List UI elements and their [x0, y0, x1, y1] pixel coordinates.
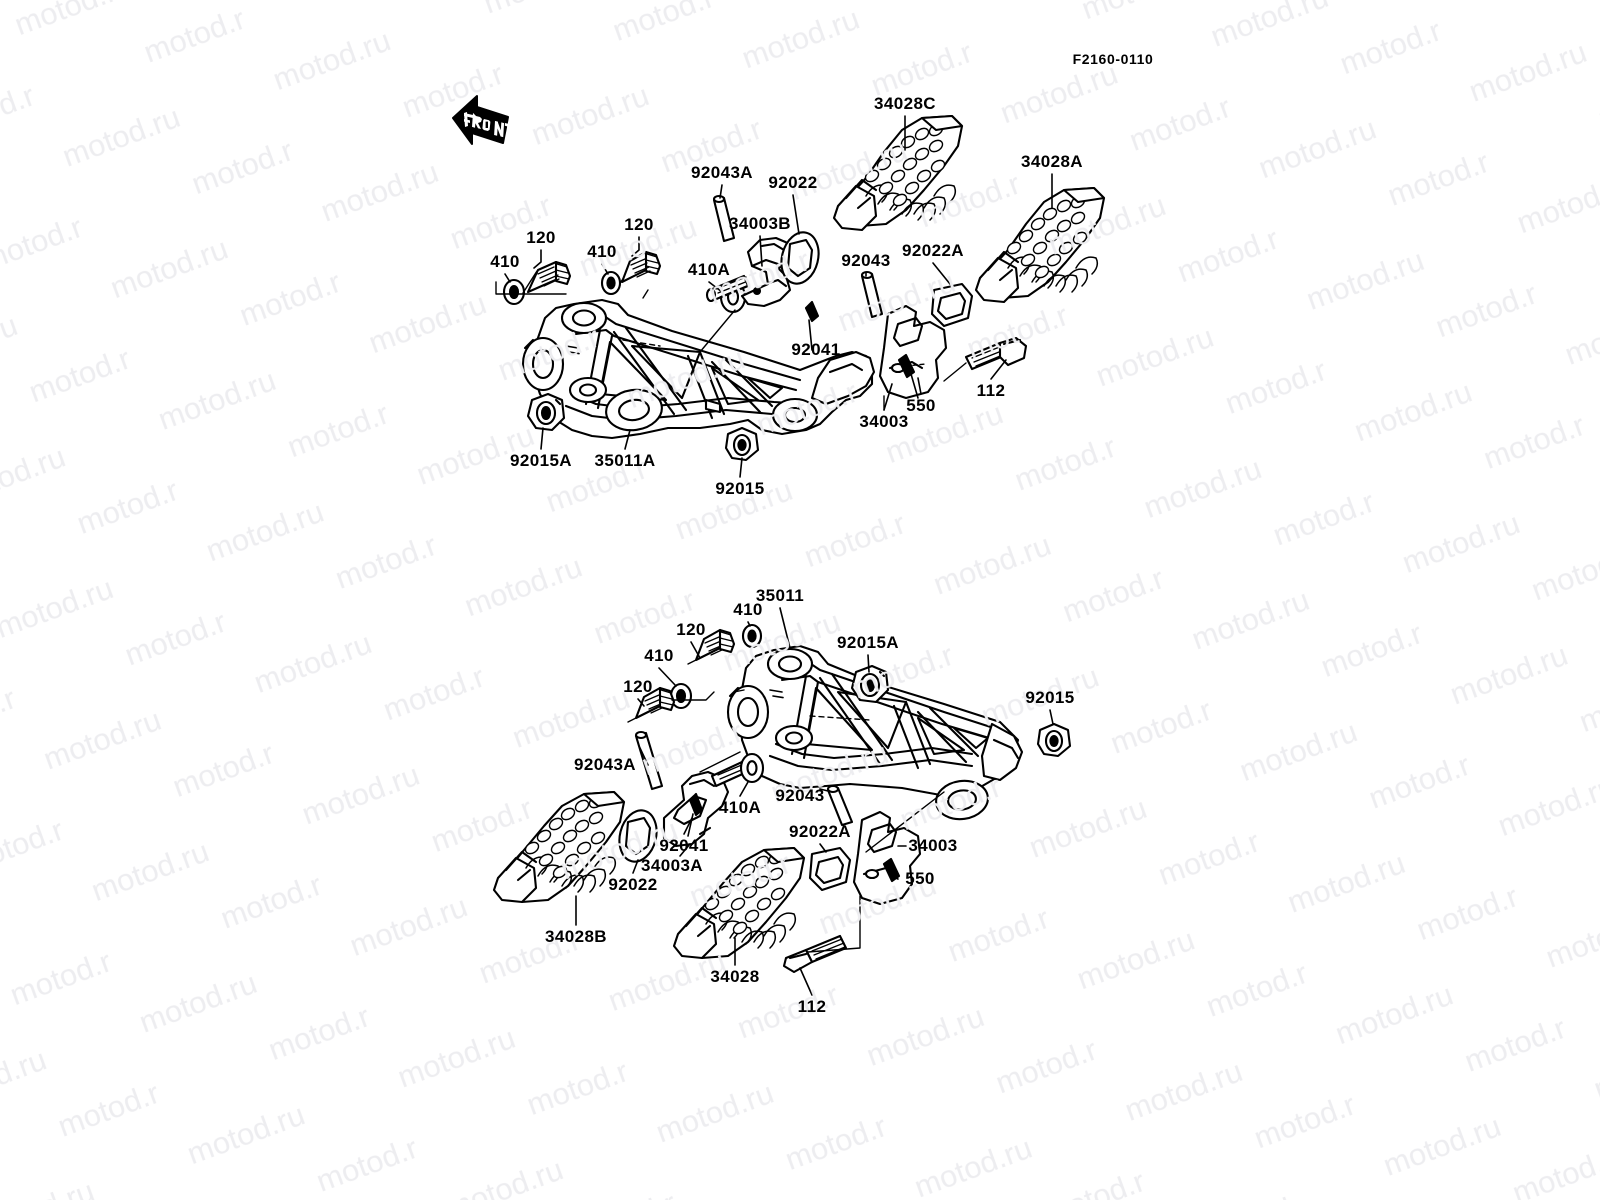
part-label-92041-upper[interactable]: 92041 [791, 340, 841, 359]
bolt-112-upper [943, 336, 1028, 382]
part-label-410-u1[interactable]: 410 [490, 252, 520, 271]
part-label-92043-upper[interactable]: 92043 [841, 251, 891, 270]
part-label-92043-lower[interactable]: 92043 [775, 786, 825, 805]
part-label-34028A[interactable]: 34028A [1021, 152, 1083, 171]
part-label-92041-lower[interactable]: 92041 [659, 836, 709, 855]
part-label-410A-lower[interactable]: 410A [718, 798, 762, 817]
part-label-92022-lower[interactable]: 92022 [608, 875, 658, 894]
part-label-34003-upper[interactable]: 34003 [859, 412, 909, 431]
footpeg-34028A [974, 186, 1106, 304]
part-label-34028[interactable]: 34028 [710, 967, 760, 986]
part-label-92022A-upper[interactable]: 92022A [902, 241, 964, 260]
diagram-code: F2160-0110 [1072, 51, 1154, 67]
part-label-120-l1[interactable]: 120 [676, 620, 706, 639]
fastener-410-washer-u2 [600, 270, 622, 296]
nut-92015-upper [724, 426, 760, 462]
nut-92015A-lower [850, 664, 890, 704]
pin-92043-upper [860, 270, 884, 319]
footrest-bracket-35011A [521, 298, 876, 440]
part-label-34028B[interactable]: 34028B [545, 927, 607, 946]
part-label-410-l2[interactable]: 410 [644, 646, 674, 665]
part-label-34003A[interactable]: 34003A [641, 856, 703, 875]
fastener-120-bolt-u1 [522, 260, 572, 294]
part-label-112-lower[interactable]: 112 [797, 997, 827, 1016]
bolt-112-lower [782, 934, 848, 974]
part-label-92015A-lower[interactable]: 92015A [837, 633, 899, 652]
part-label-92015-upper[interactable]: 92015 [715, 479, 765, 498]
part-label-92015A-upper[interactable]: 92015A [510, 451, 572, 470]
fastener-410-washer-u1 [502, 278, 526, 306]
footrest-holder-34003-upper [878, 304, 948, 400]
part-label-550-lower[interactable]: 550 [905, 869, 935, 888]
part-label-410-u2[interactable]: 410 [587, 242, 617, 261]
part-label-120-l2[interactable]: 120 [623, 677, 653, 696]
part-label-410A-upper[interactable]: 410A [687, 260, 731, 279]
part-label-92043A-lower[interactable]: 92043A [574, 755, 636, 774]
part-label-92022-upper[interactable]: 92022 [768, 173, 818, 192]
fastener-120-bolt-u2 [619, 250, 662, 284]
pin-92043A-lower [634, 730, 664, 791]
part-label-120-u2[interactable]: 120 [624, 215, 654, 234]
part-label-410-l1[interactable]: 410 [733, 600, 763, 619]
front-arrow-icon [452, 95, 513, 145]
part-label-112-upper[interactable]: 112 [976, 381, 1006, 400]
footrest-holder-34003-lower [852, 810, 922, 906]
grommet-92022A-upper [930, 282, 974, 328]
part-label-92015-lower[interactable]: 92015 [1025, 688, 1075, 707]
part-label-550-upper[interactable]: 550 [906, 396, 936, 415]
footpeg-34028B [492, 790, 626, 904]
part-label-120-u1[interactable]: 120 [526, 228, 556, 247]
fastener-410A-washer-lower [739, 752, 765, 784]
part-label-92022A-lower[interactable]: 92022A [789, 822, 851, 841]
part-label-35011A[interactable]: 35011A [594, 451, 656, 470]
nut-92015A-upper [526, 392, 566, 432]
nut-92015-lower [1036, 722, 1072, 758]
part-label-34003-lower[interactable]: 34003 [908, 836, 958, 855]
fastener-410-washer-l1 [741, 623, 763, 649]
part-label-34003B[interactable]: 34003B [729, 214, 791, 233]
footpeg-34028C [832, 114, 964, 232]
grommet-92022A-lower [808, 846, 852, 892]
part-label-92043A-upper[interactable]: 92043A [691, 163, 753, 182]
part-label-34028C[interactable]: 34028C [874, 94, 936, 113]
part-label-35011[interactable]: 35011 [755, 586, 805, 605]
